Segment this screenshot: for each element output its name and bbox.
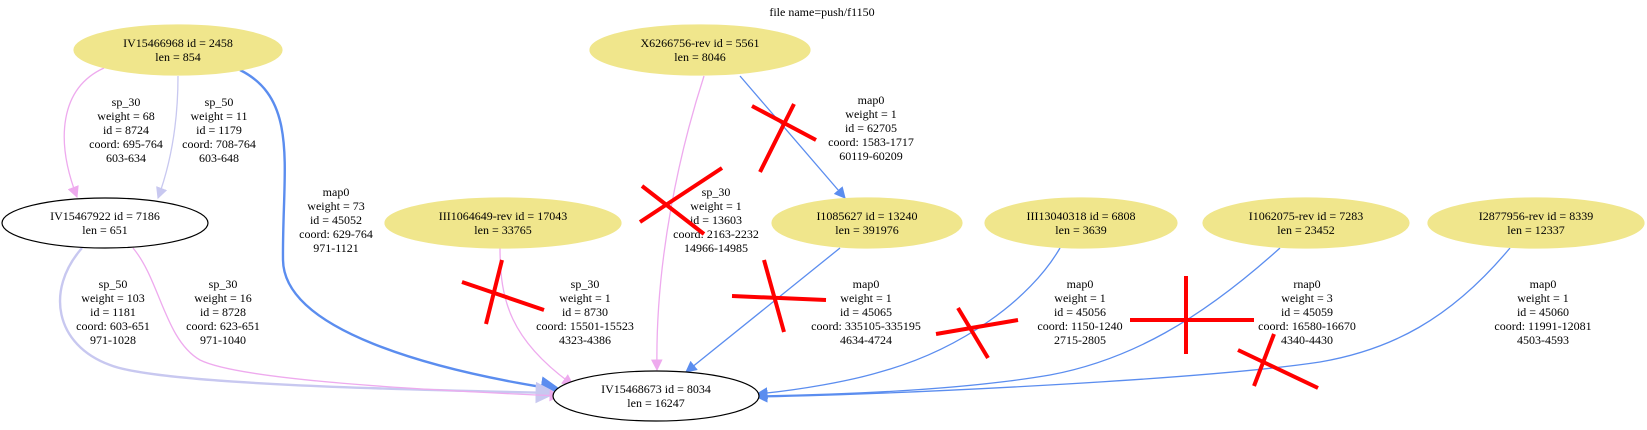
node-title: IV15466968 id = 2458 [123,36,233,50]
edge-62705 [739,75,846,199]
edge-8728 [132,247,562,402]
node-length: len = 16247 [627,396,684,410]
rejection-cross-45056-1 [935,318,1019,336]
node-title: I1085627 id = 13240 [816,209,917,223]
rejection-cross-13603-1 [640,184,706,236]
rejection-cross-45056-2 [956,306,990,360]
node-title: IV15468673 id = 8034 [601,382,711,396]
edge-8724 [63,67,105,199]
node-shape [984,197,1178,249]
rejection-cross-8730-2 [484,259,504,325]
node-shape [1202,197,1410,249]
node-title: IV15467922 id = 7186 [50,209,160,223]
edge-1179 [156,75,179,200]
node-title: X6266756-rev id = 5561 [640,36,759,50]
edge-45052 [239,68,563,398]
node-shape [589,24,811,76]
node-length: len = 8046 [674,50,725,64]
graph-title: file name=push/f1150 [769,5,874,19]
node-shape [73,24,283,76]
rejection-cross-8730-1 [461,280,545,312]
node-length: len = 854 [155,50,200,64]
rejection-marks-layer [461,103,1319,390]
node-length: len = 33765 [474,223,531,237]
rejection-cross-45059-3 [1237,348,1319,390]
rejection-cross-45065-1 [731,294,827,302]
node-length: len = 23452 [1277,223,1334,237]
node-shape [552,370,760,422]
rejection-cross-13603-2 [638,166,724,224]
node-length: len = 391976 [835,223,898,237]
edge-45065 [685,247,841,373]
node-shape [1,197,209,249]
edge-45060 [755,247,1511,403]
rejection-cross-45059-4 [1252,333,1276,387]
node-shape [771,197,963,249]
node-shape [1427,197,1645,249]
node-title: I1062075-rev id = 7283 [1249,209,1363,223]
node-shape [384,197,622,249]
rejection-cross-62705-2 [758,103,796,173]
node-length: len = 3639 [1055,223,1106,237]
node-title: I2877956-rev id = 8339 [1479,209,1593,223]
node-title: III1064649-rev id = 17043 [439,209,567,223]
node-length: len = 12337 [1507,223,1564,237]
rejection-cross-45065-2 [762,259,786,333]
node-length: len = 651 [82,223,127,237]
edge-45056 [755,247,1061,399]
node-title: III13040318 id = 6808 [1026,209,1135,223]
edge-45059 [755,247,1281,402]
